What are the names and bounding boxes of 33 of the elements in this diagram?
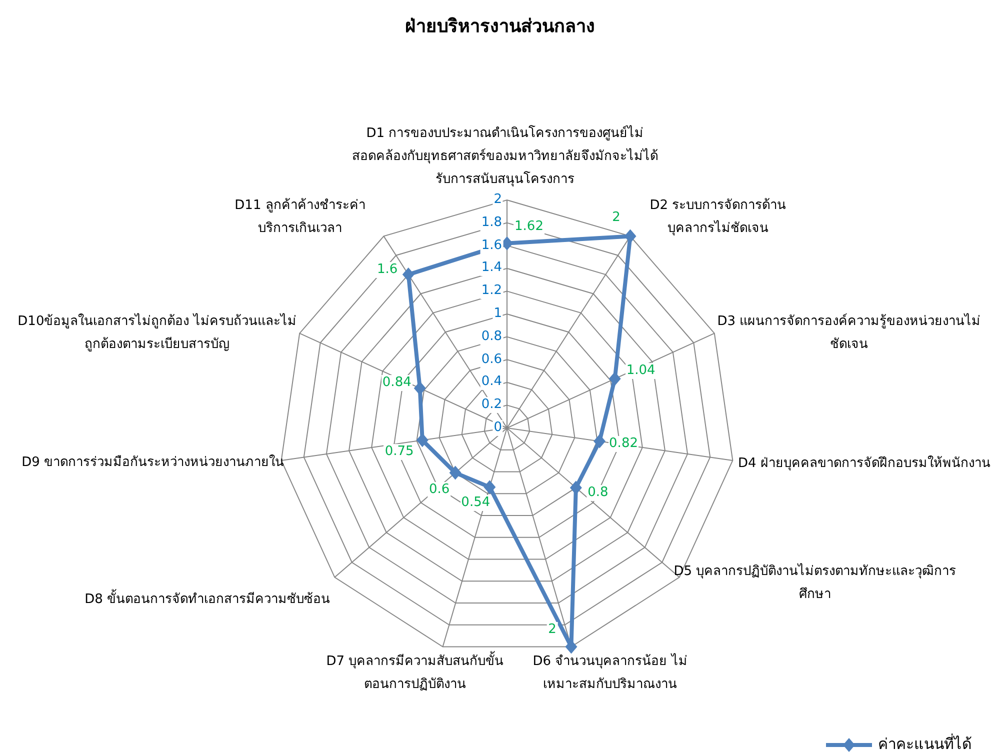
tick-label: 2	[492, 192, 503, 208]
data-label: 0.6	[428, 482, 451, 498]
data-label: 1.62	[514, 219, 544, 236]
axis-label: D7 บุคลากรมีความสับสนกับขั้นตอนการปฏิบัติงาน	[320, 650, 510, 696]
axis-label: D6 จำนวนบุคลากรน้อย ไม่เหมาะสมกับปริมาณงาน	[532, 652, 688, 694]
axis-label: D8 ขั้นตอนการจัดทำเอกสารมีความซับซ้อน	[84, 588, 330, 611]
chart-title: ฝ่ายบริหารงานส่วนกลาง	[404, 15, 596, 39]
data-label: 0.8	[586, 484, 610, 501]
data-label: 0.54	[460, 495, 492, 512]
tick-label: 1	[492, 306, 503, 322]
axis-label: D3 แผนการจัดการองค์ความรู้ของหน่วยงานไม่ชัดเจน	[716, 312, 982, 354]
axis-label: D1 การของบประมาณดำเนินโครงการของศูนย์ไม่สอดคล้องกับยุทธศาสตร์ของมหาวิทยาลัยจึงมักจะไม่ได้รับการสนับสนุนโครงการ	[351, 124, 659, 189]
legend-label: ค่าคะแนนที่ได้	[878, 733, 972, 755]
tick-label: 1.6	[480, 238, 503, 254]
tick-label: 0.4	[480, 374, 503, 390]
data-label: 0.82	[608, 436, 639, 452]
data-label: 0.75	[384, 444, 415, 460]
axis-label: D4 ฝ่ายบุคคลขาดการจัดฝึกอบรมให้พนักงาน	[738, 454, 990, 473]
data-label: 0.84	[381, 375, 412, 392]
tick-label: 1.4	[480, 260, 503, 276]
tick-label: 0.2	[480, 397, 503, 414]
axis-label: D5 บุคลากรปฏิบัติงานไม่ตรงตามทักษะและวุฒิการศึกษา	[672, 562, 958, 604]
tick-label: 0	[492, 420, 503, 436]
axis-label: D9 ขาดการร่วมมือกันระหว่างหน่วยงานภายใน	[22, 454, 284, 472]
data-label: 1.04	[625, 362, 656, 379]
tick-label: 1.2	[480, 283, 503, 300]
axis-label: D2 ระบบการจัดการด้านบุคลากรไม่ชัดเจน	[648, 197, 788, 238]
tick-label: 0.8	[480, 328, 503, 345]
tick-label: 1.8	[480, 214, 503, 231]
axis-label: D10ข้อมูลในเอกสารไม่ถูกต้อง ไม่ครบถ้วนและไม่ถูกต้องตามระเบียบสารบัญ	[16, 312, 298, 354]
data-label: 1.6	[376, 262, 399, 278]
axis-label: D11 ลูกค้าค้างชำระค่าบริการเกินเวลา	[234, 197, 366, 238]
tick-label: 0.6	[480, 352, 503, 368]
